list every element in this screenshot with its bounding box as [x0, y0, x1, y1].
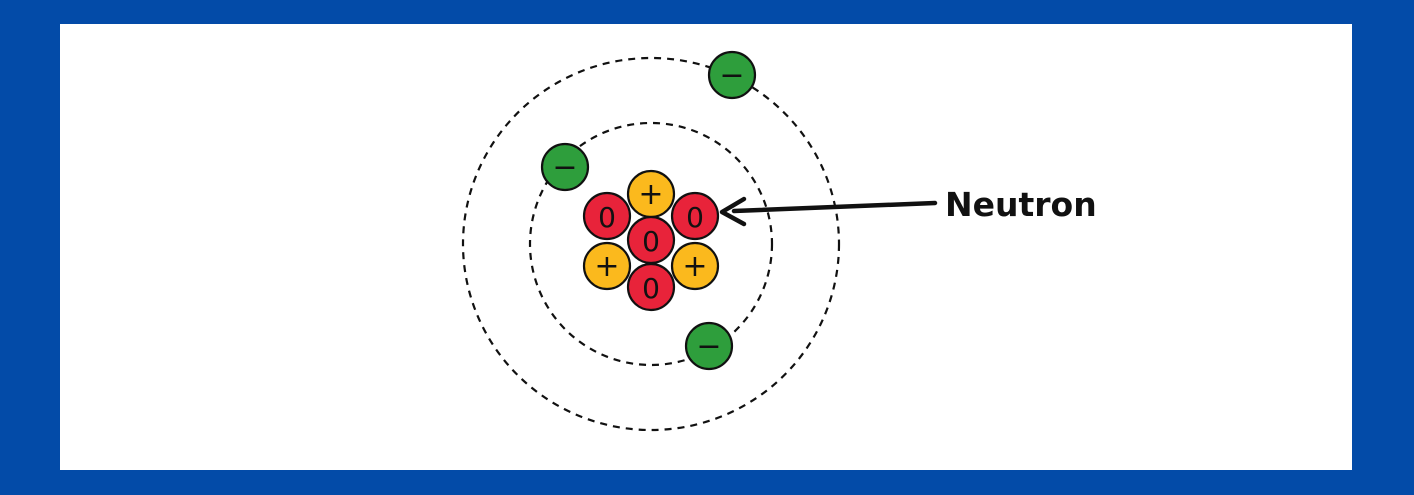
svg-text:−: −: [719, 58, 744, 93]
inner-orbit: [528, 121, 774, 367]
svg-text:+: +: [638, 177, 663, 212]
neutron-particle: 0: [626, 262, 676, 312]
neutron-label: Neutron: [945, 185, 1097, 224]
neutron-particle: 0: [670, 191, 720, 241]
nucleus: + 0 0 + + 0 0: [582, 169, 720, 312]
neutron-callout-arrow: [719, 196, 938, 227]
svg-text:0: 0: [642, 225, 660, 258]
proton-particle: +: [582, 241, 632, 291]
electron-particle: −: [707, 50, 757, 100]
outer-orbit: [461, 56, 841, 432]
svg-text:−: −: [696, 329, 721, 364]
electron-particle: −: [540, 142, 590, 192]
svg-text:+: +: [594, 249, 619, 284]
svg-text:+: +: [682, 249, 707, 284]
proton-particle: +: [670, 241, 720, 291]
svg-text:−: −: [552, 150, 577, 185]
svg-text:0: 0: [598, 201, 616, 234]
neutron-particle: 0: [582, 191, 632, 241]
svg-text:0: 0: [686, 201, 704, 234]
neutron-particle: 0: [626, 215, 676, 265]
proton-particle: +: [626, 169, 676, 219]
svg-text:0: 0: [642, 272, 660, 305]
electron-particle: −: [684, 321, 734, 371]
